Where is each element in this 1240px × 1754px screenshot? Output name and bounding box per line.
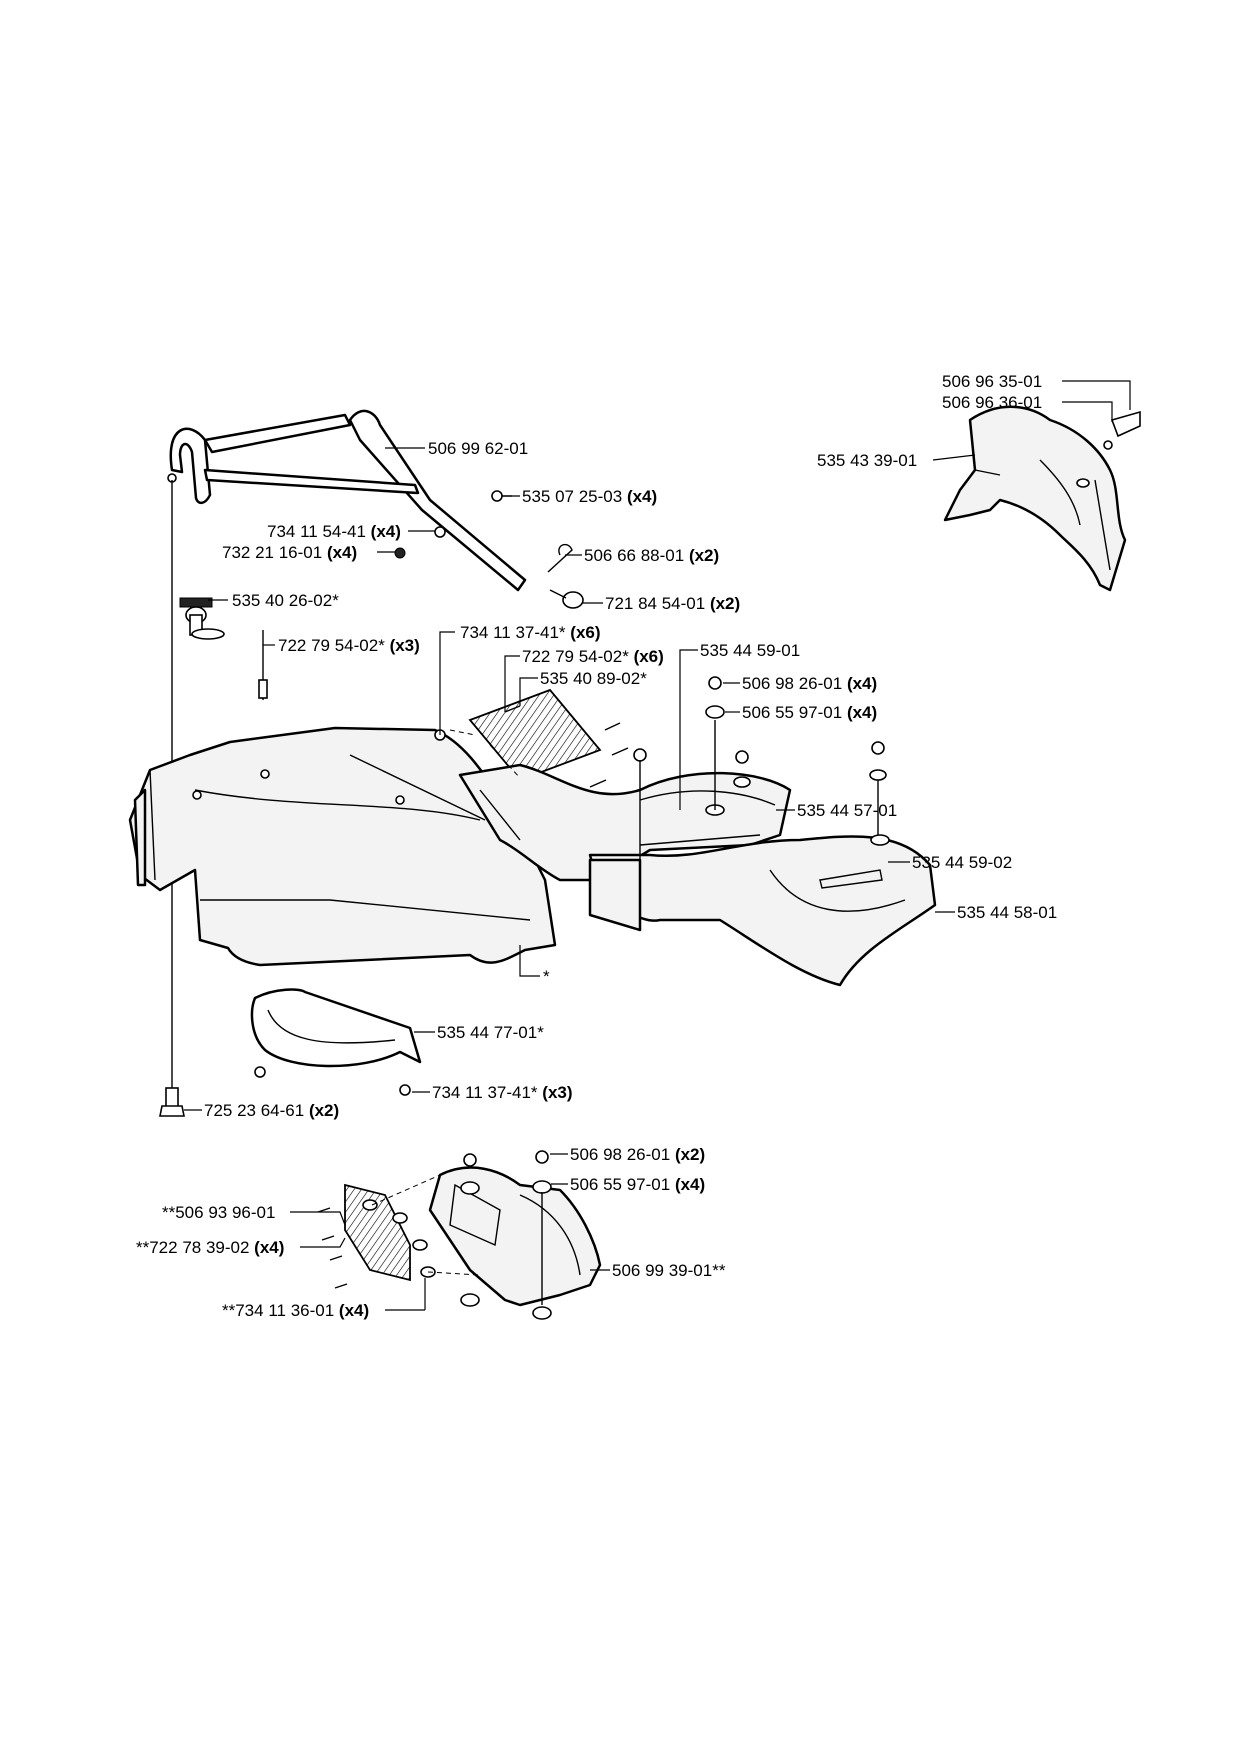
rear-chassis: [458, 763, 937, 987]
label-506993901: 506 99 39-01**: [612, 1261, 726, 1280]
label-506982601b: 506 98 26-01 (x2): [570, 1145, 705, 1164]
label-506668801: 506 66 88-01 (x2): [584, 546, 719, 565]
label-506939601: **506 93 96-01: [162, 1203, 275, 1222]
rear-fasteners: [633, 676, 887, 860]
handle-bar: [167, 409, 527, 592]
label-722783902: **722 78 39-02 (x4): [136, 1238, 284, 1257]
label-732211601: 732 21 16-01 (x4): [222, 543, 357, 562]
deck-housing: [128, 726, 557, 967]
label-722795402b: 722 79 54-02* (x6): [522, 647, 664, 666]
label-734113601: **734 11 36-01 (x4): [222, 1301, 369, 1320]
label-535408902: 535 40 89-02*: [540, 669, 647, 688]
rear-flap-kit: [317, 1150, 602, 1320]
label-734115441: 734 11 54-41 (x4): [267, 522, 401, 541]
label-535445801: 535 44 58-01: [957, 903, 1057, 922]
label-734113741a: 734 11 37-41* (x6): [460, 623, 601, 642]
label-535445902: 535 44 59-02: [912, 853, 1012, 872]
rod: [258, 630, 268, 700]
label-535445701: 535 44 57-01: [797, 801, 897, 820]
label-535072503: 535 07 25-03 (x4): [522, 487, 657, 506]
deflector: [250, 988, 422, 1096]
label-722795402a: 722 79 54-02* (x3): [278, 636, 420, 655]
label-star: *: [543, 967, 550, 986]
label-721845401: 721 84 54-01 (x2): [605, 594, 740, 613]
height-knob: [179, 597, 225, 640]
label-535402602: 535 40 26-02*: [232, 591, 339, 610]
label-506996201: 506 99 62-01: [428, 439, 528, 458]
bottom-bolt: [159, 1087, 185, 1117]
label-506963501: 506 96 35-01: [942, 372, 1042, 391]
assembly-lines: [371, 729, 521, 1276]
top-cover: [943, 405, 1141, 592]
leader-lines: [184, 380, 1131, 1310]
label-506982601a: 506 98 26-01 (x4): [742, 674, 877, 693]
label-725236461: 725 23 64-61 (x2): [204, 1101, 339, 1120]
label-535445901: 535 44 59-01: [700, 641, 800, 660]
part-labels: 506 96 35-01 506 96 36-01 535 43 39-01 5…: [136, 372, 1057, 1320]
label-734113741b: 734 11 37-41* (x3): [432, 1083, 573, 1102]
label-535433901: 535 43 39-01: [817, 451, 917, 470]
label-506559701a: 506 55 97-01 (x4): [742, 703, 877, 722]
label-506963601: 506 96 36-01: [942, 393, 1042, 412]
label-535447701: 535 44 77-01*: [437, 1023, 544, 1042]
label-506559701b: 506 55 97-01 (x4): [570, 1175, 705, 1194]
